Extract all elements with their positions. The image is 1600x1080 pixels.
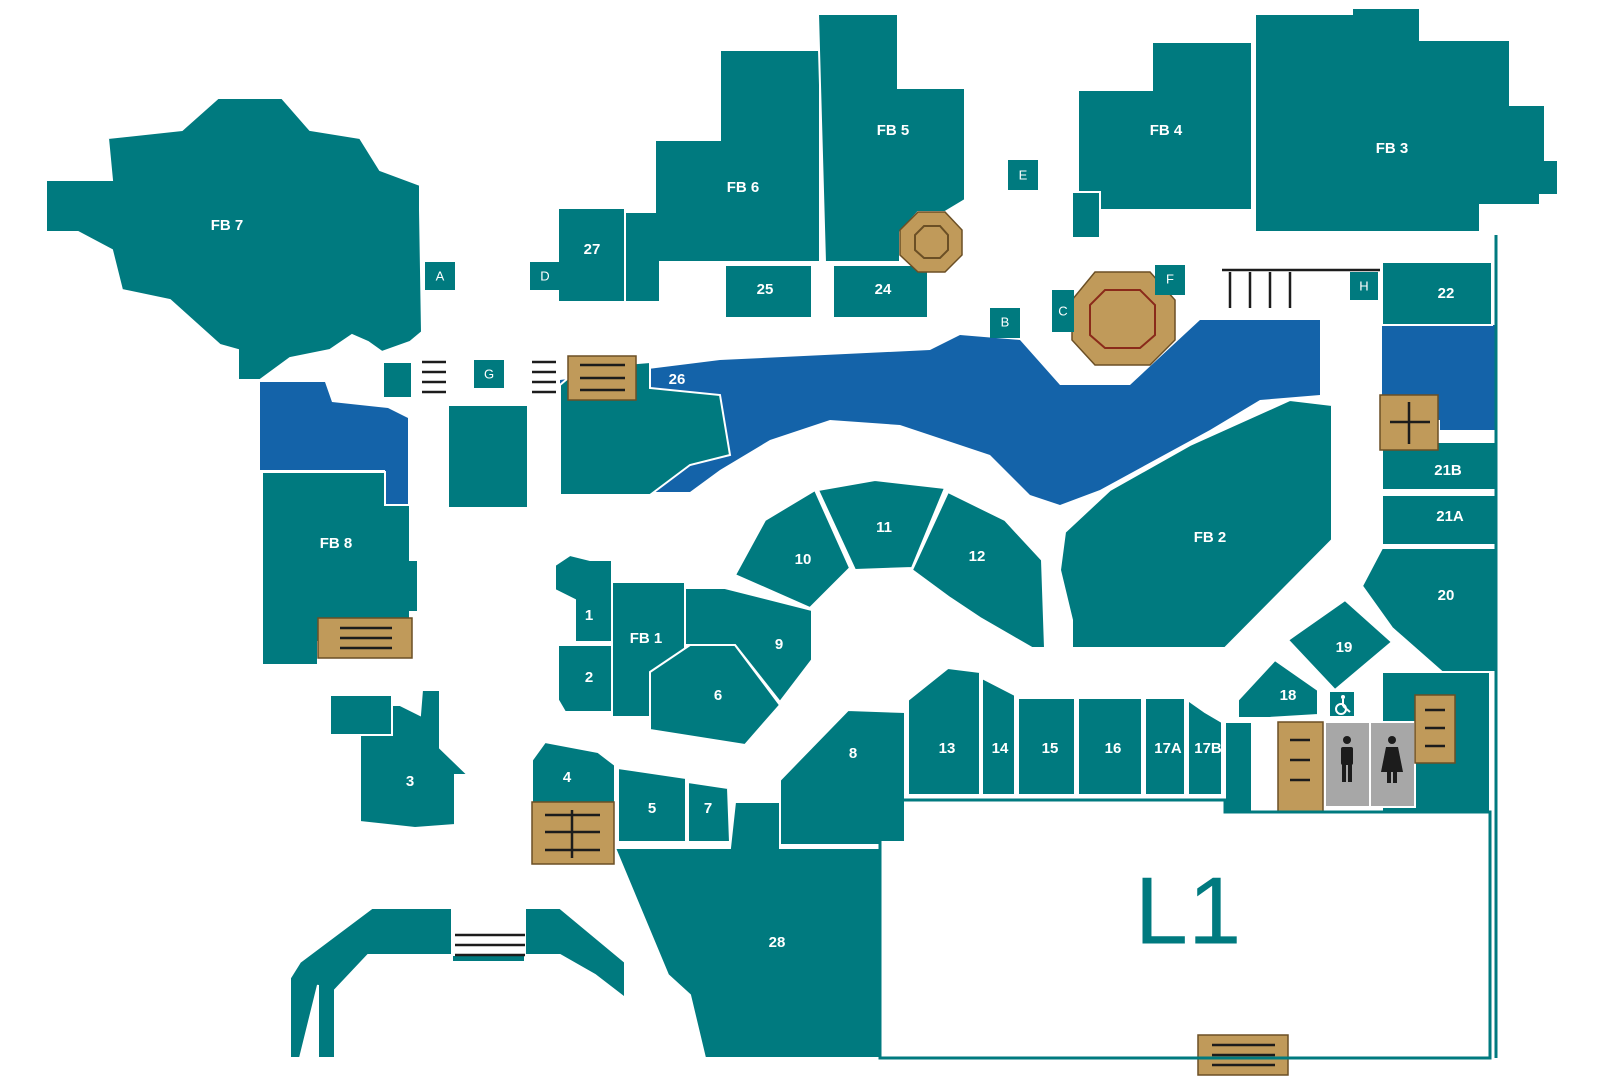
- staircase-icon[interactable]: [1379, 394, 1439, 451]
- womens-restroom-icon: [1381, 736, 1403, 783]
- unit-20[interactable]: [1360, 547, 1497, 673]
- kiosk-a[interactable]: [425, 262, 455, 290]
- unit-block-west-2[interactable]: [447, 404, 529, 509]
- unit-block-north-1[interactable]: [1071, 191, 1101, 239]
- level-label: L1: [1135, 857, 1242, 964]
- unit-block-west-1[interactable]: [382, 361, 413, 399]
- unit-19[interactable]: [1286, 598, 1394, 692]
- anchor-area-outline: [878, 798, 1492, 1060]
- kiosk-c[interactable]: [1052, 290, 1074, 332]
- unit-13[interactable]: [907, 666, 981, 796]
- unit-fb2[interactable]: [1058, 398, 1333, 649]
- staircase-icon[interactable]: [1414, 694, 1456, 764]
- unit-14[interactable]: [981, 676, 1016, 796]
- kiosk-e[interactable]: [1008, 160, 1038, 190]
- unit-15[interactable]: [1017, 697, 1076, 796]
- unit-7[interactable]: [687, 780, 732, 843]
- staircase-icon[interactable]: [531, 801, 615, 865]
- unit-17a[interactable]: [1144, 697, 1186, 796]
- water-feature-main: [560, 320, 1320, 505]
- unit-2[interactable]: [557, 644, 613, 713]
- staircase-icon[interactable]: [1277, 721, 1324, 813]
- unit-17b[interactable]: [1187, 698, 1223, 796]
- unit-10[interactable]: [733, 488, 852, 610]
- mens-restroom-icon: [1341, 736, 1353, 782]
- unit-24[interactable]: [832, 264, 929, 319]
- wheelchair-icon: [1330, 692, 1354, 716]
- unit-27[interactable]: [557, 207, 626, 303]
- unit-18[interactable]: [1237, 658, 1319, 719]
- unit-block-east-2[interactable]: [1224, 721, 1253, 813]
- unit-1[interactable]: [554, 553, 613, 643]
- unit-fb8[interactable]: [261, 471, 419, 666]
- unit-6[interactable]: [649, 644, 782, 747]
- bridge-treads: [422, 268, 1380, 957]
- unit-fb3[interactable]: [1254, 7, 1559, 233]
- unit-block-west-3[interactable]: [329, 694, 393, 736]
- unit-fb4[interactable]: [1077, 41, 1253, 211]
- kiosk-f[interactable]: [1155, 265, 1185, 295]
- staircase-icon[interactable]: [317, 617, 413, 659]
- unit-8[interactable]: [779, 708, 906, 846]
- unit-5[interactable]: [617, 766, 687, 843]
- unit-11[interactable]: [816, 478, 947, 572]
- kiosk-g[interactable]: [474, 360, 504, 388]
- unit-16[interactable]: [1077, 697, 1143, 796]
- unit-12[interactable]: [910, 490, 1047, 649]
- kiosk-b[interactable]: [990, 308, 1020, 338]
- water-feature-west: [260, 382, 408, 505]
- unit-fb7[interactable]: [45, 97, 424, 381]
- unit-25[interactable]: [724, 264, 813, 319]
- staircase-icon[interactable]: [1197, 1034, 1289, 1076]
- unit-21a[interactable]: [1381, 494, 1497, 546]
- staircase-icon[interactable]: [899, 211, 963, 273]
- staircase-icon[interactable]: [567, 355, 637, 401]
- kiosk-d[interactable]: [530, 262, 560, 290]
- kiosk-h[interactable]: [1350, 272, 1378, 300]
- unit-block-southwest[interactable]: [289, 907, 626, 1059]
- unit-22[interactable]: [1381, 261, 1493, 326]
